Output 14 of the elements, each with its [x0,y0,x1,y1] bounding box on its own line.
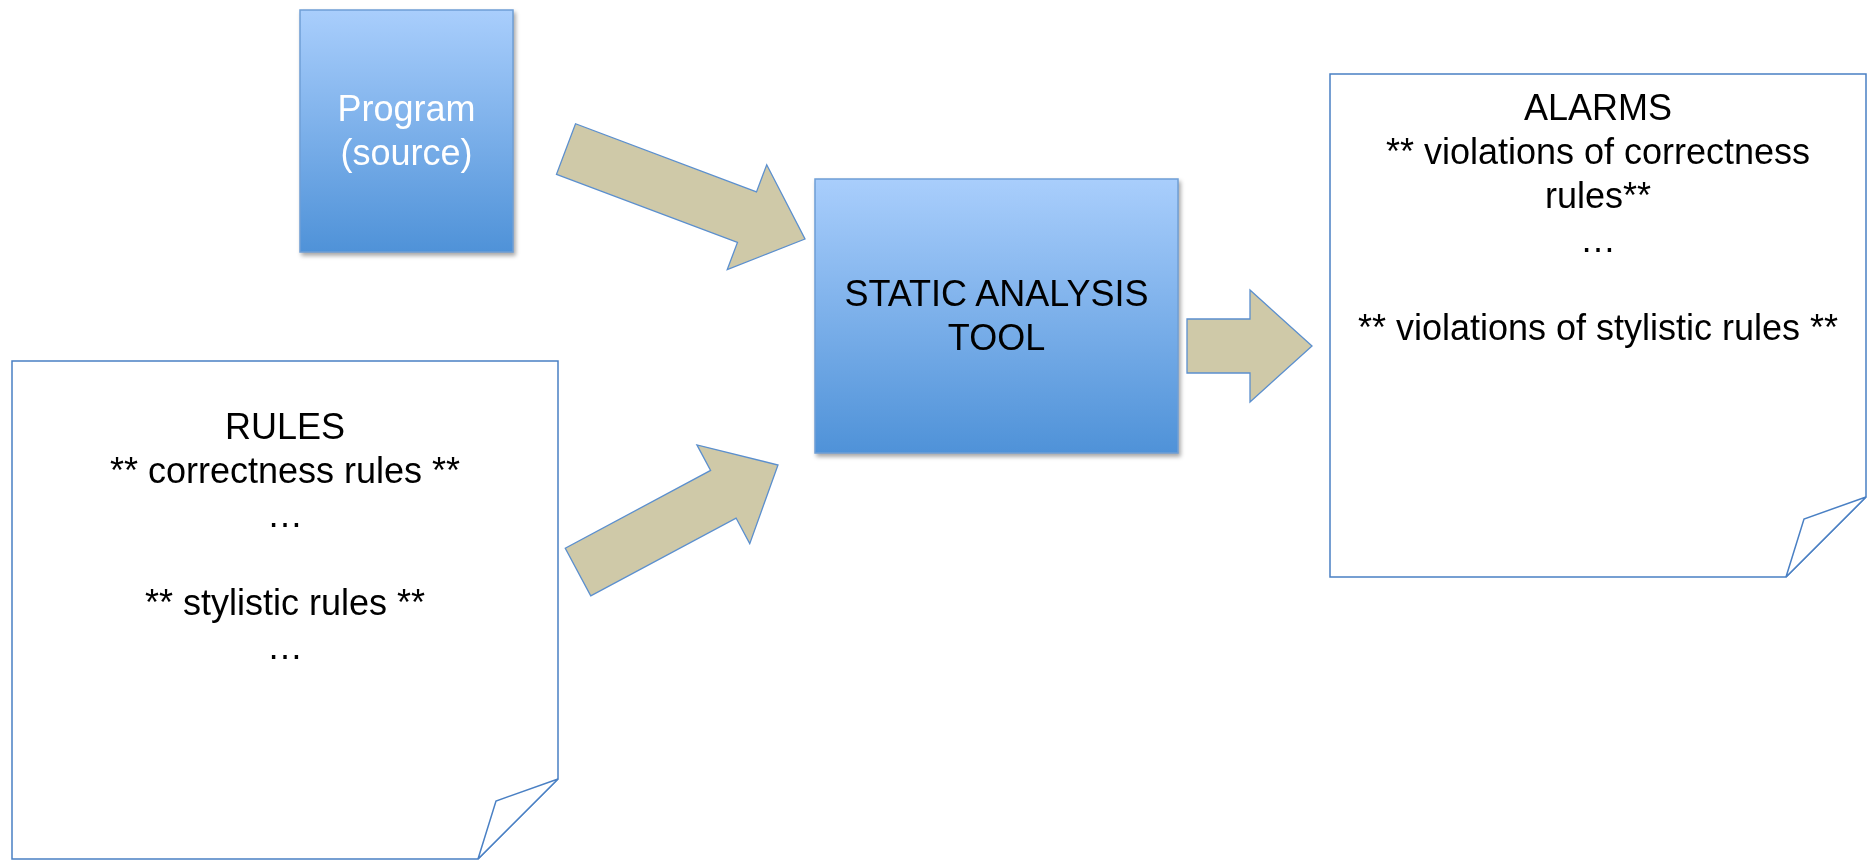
block-arrow [564,443,779,597]
node-text: ** violations of stylistic rules ** [1356,306,1840,350]
node-text: ** stylistic rules ** [143,581,427,625]
block-arrow [1186,288,1313,404]
node-text: Program (source) [336,87,477,175]
node-text: … [266,493,304,537]
node-text: STATIC ANALYSIS TOOL [843,272,1150,360]
node-text: ** correctness rules ** [108,449,462,493]
node-text: … [1579,218,1617,262]
node-text: ALARMS [1522,86,1673,130]
block-arrow [555,122,806,271]
node-text: RULES [223,405,346,449]
node-text: ** violations of correctness rules** [1384,130,1812,218]
node-text: … [266,625,304,669]
